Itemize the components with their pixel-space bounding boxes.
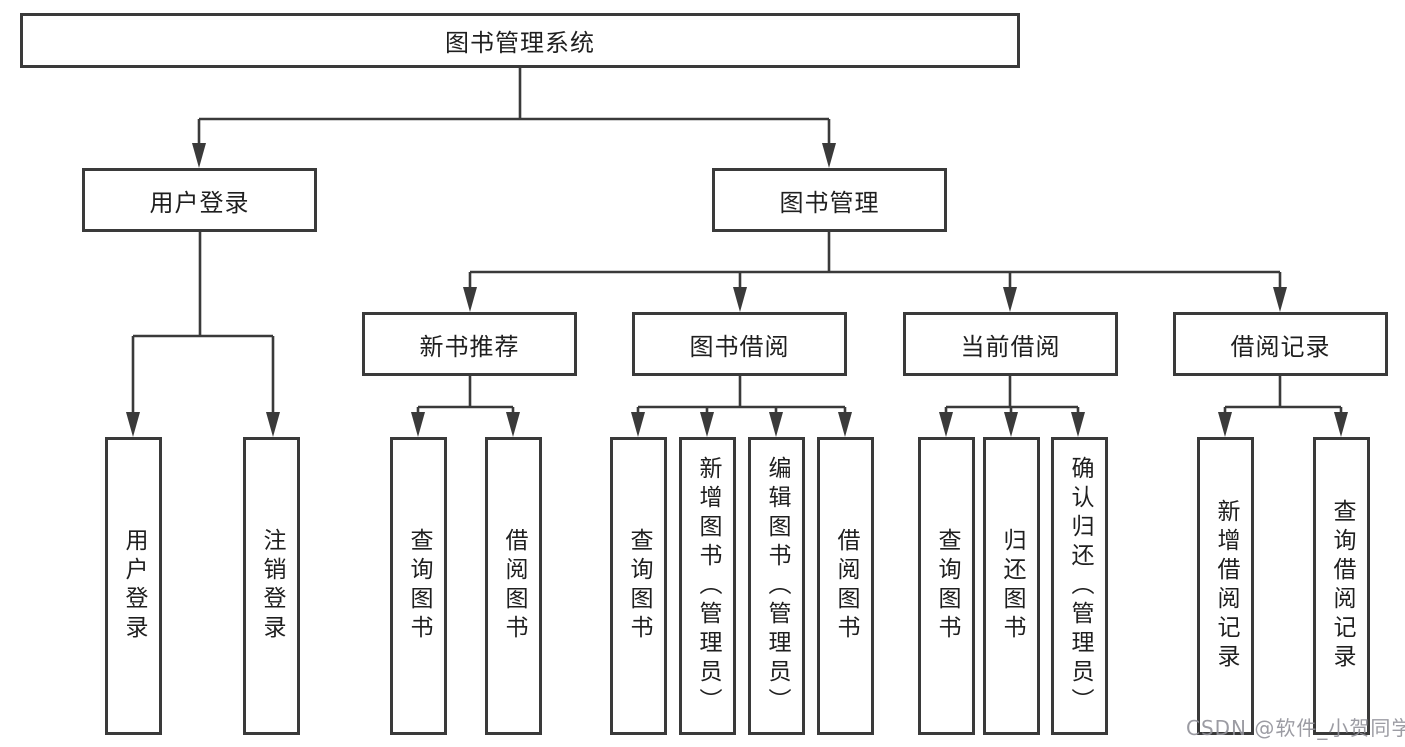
leaf-add-books-admin-label: 新增图书（管理员） (695, 455, 721, 717)
leaf-query-books-borrow: 查询图书 (610, 437, 667, 735)
edge-current-split (944, 376, 1080, 416)
leaf-borrow-books-label: 借阅图书 (833, 528, 859, 644)
edge-borrow-split (636, 376, 847, 416)
edge-bookmgmt-split (468, 232, 1282, 291)
leaf-query-books-borrow-label: 查询图书 (626, 528, 652, 644)
node-borrow-records: 借阅记录 (1173, 312, 1388, 376)
watermark: CSDN @软件_小贺同学 (1186, 716, 1405, 740)
node-book-borrow-label: 图书借阅 (689, 332, 790, 361)
node-user-login: 用户登录 (82, 168, 317, 232)
leaf-add-borrow-record: 新增借阅记录 (1197, 437, 1254, 735)
leaf-query-books-current-label: 查询图书 (934, 528, 960, 644)
edge-root-split (197, 68, 831, 146)
leaf-return-books-label: 归还图书 (999, 528, 1025, 644)
leaf-borrow-books-recommend: 借阅图书 (485, 437, 542, 735)
edge-records-split (1223, 376, 1343, 416)
leaf-user-login: 用户登录 (105, 437, 162, 735)
node-current-borrow: 当前借阅 (903, 312, 1118, 376)
leaf-logout-label: 注销登录 (259, 528, 285, 644)
leaf-confirm-return-admin: 确认归还（管理员） (1051, 437, 1108, 735)
leaf-return-books: 归还图书 (983, 437, 1040, 735)
edge-recommend-split (416, 376, 515, 416)
leaf-user-login-label: 用户登录 (121, 528, 147, 644)
node-new-book-recommend: 新书推荐 (362, 312, 577, 376)
node-current-borrow-label: 当前借阅 (960, 332, 1061, 361)
node-root: 图书管理系统 (20, 13, 1020, 68)
node-root-label: 图书管理系统 (445, 29, 595, 57)
leaf-query-books-recommend: 查询图书 (390, 437, 447, 735)
leaf-borrow-books: 借阅图书 (817, 437, 874, 735)
arrowheads (126, 143, 1348, 437)
node-book-management-label: 图书管理 (779, 188, 880, 217)
leaf-logout: 注销登录 (243, 437, 300, 735)
node-book-borrow: 图书借阅 (632, 312, 847, 376)
leaf-confirm-return-admin-label: 确认归还（管理员） (1067, 455, 1093, 717)
leaf-edit-books-admin-label: 编辑图书（管理员） (764, 455, 790, 717)
leaf-borrow-books-recommend-label: 借阅图书 (501, 528, 527, 644)
leaf-query-books-current: 查询图书 (918, 437, 975, 735)
node-user-login-label: 用户登录 (149, 188, 250, 217)
node-new-book-recommend-label: 新书推荐 (419, 332, 520, 361)
leaf-query-borrow-record-label: 查询借阅记录 (1329, 499, 1355, 673)
leaf-add-borrow-record-label: 新增借阅记录 (1213, 499, 1239, 673)
node-book-management: 图书管理 (712, 168, 947, 232)
leaf-query-books-recommend-label: 查询图书 (406, 528, 432, 644)
leaf-edit-books-admin: 编辑图书（管理员） (748, 437, 805, 735)
edge-userlogin-split (131, 232, 275, 416)
leaf-add-books-admin: 新增图书（管理员） (679, 437, 736, 735)
node-borrow-records-label: 借阅记录 (1230, 332, 1331, 361)
leaf-query-borrow-record: 查询借阅记录 (1313, 437, 1370, 735)
